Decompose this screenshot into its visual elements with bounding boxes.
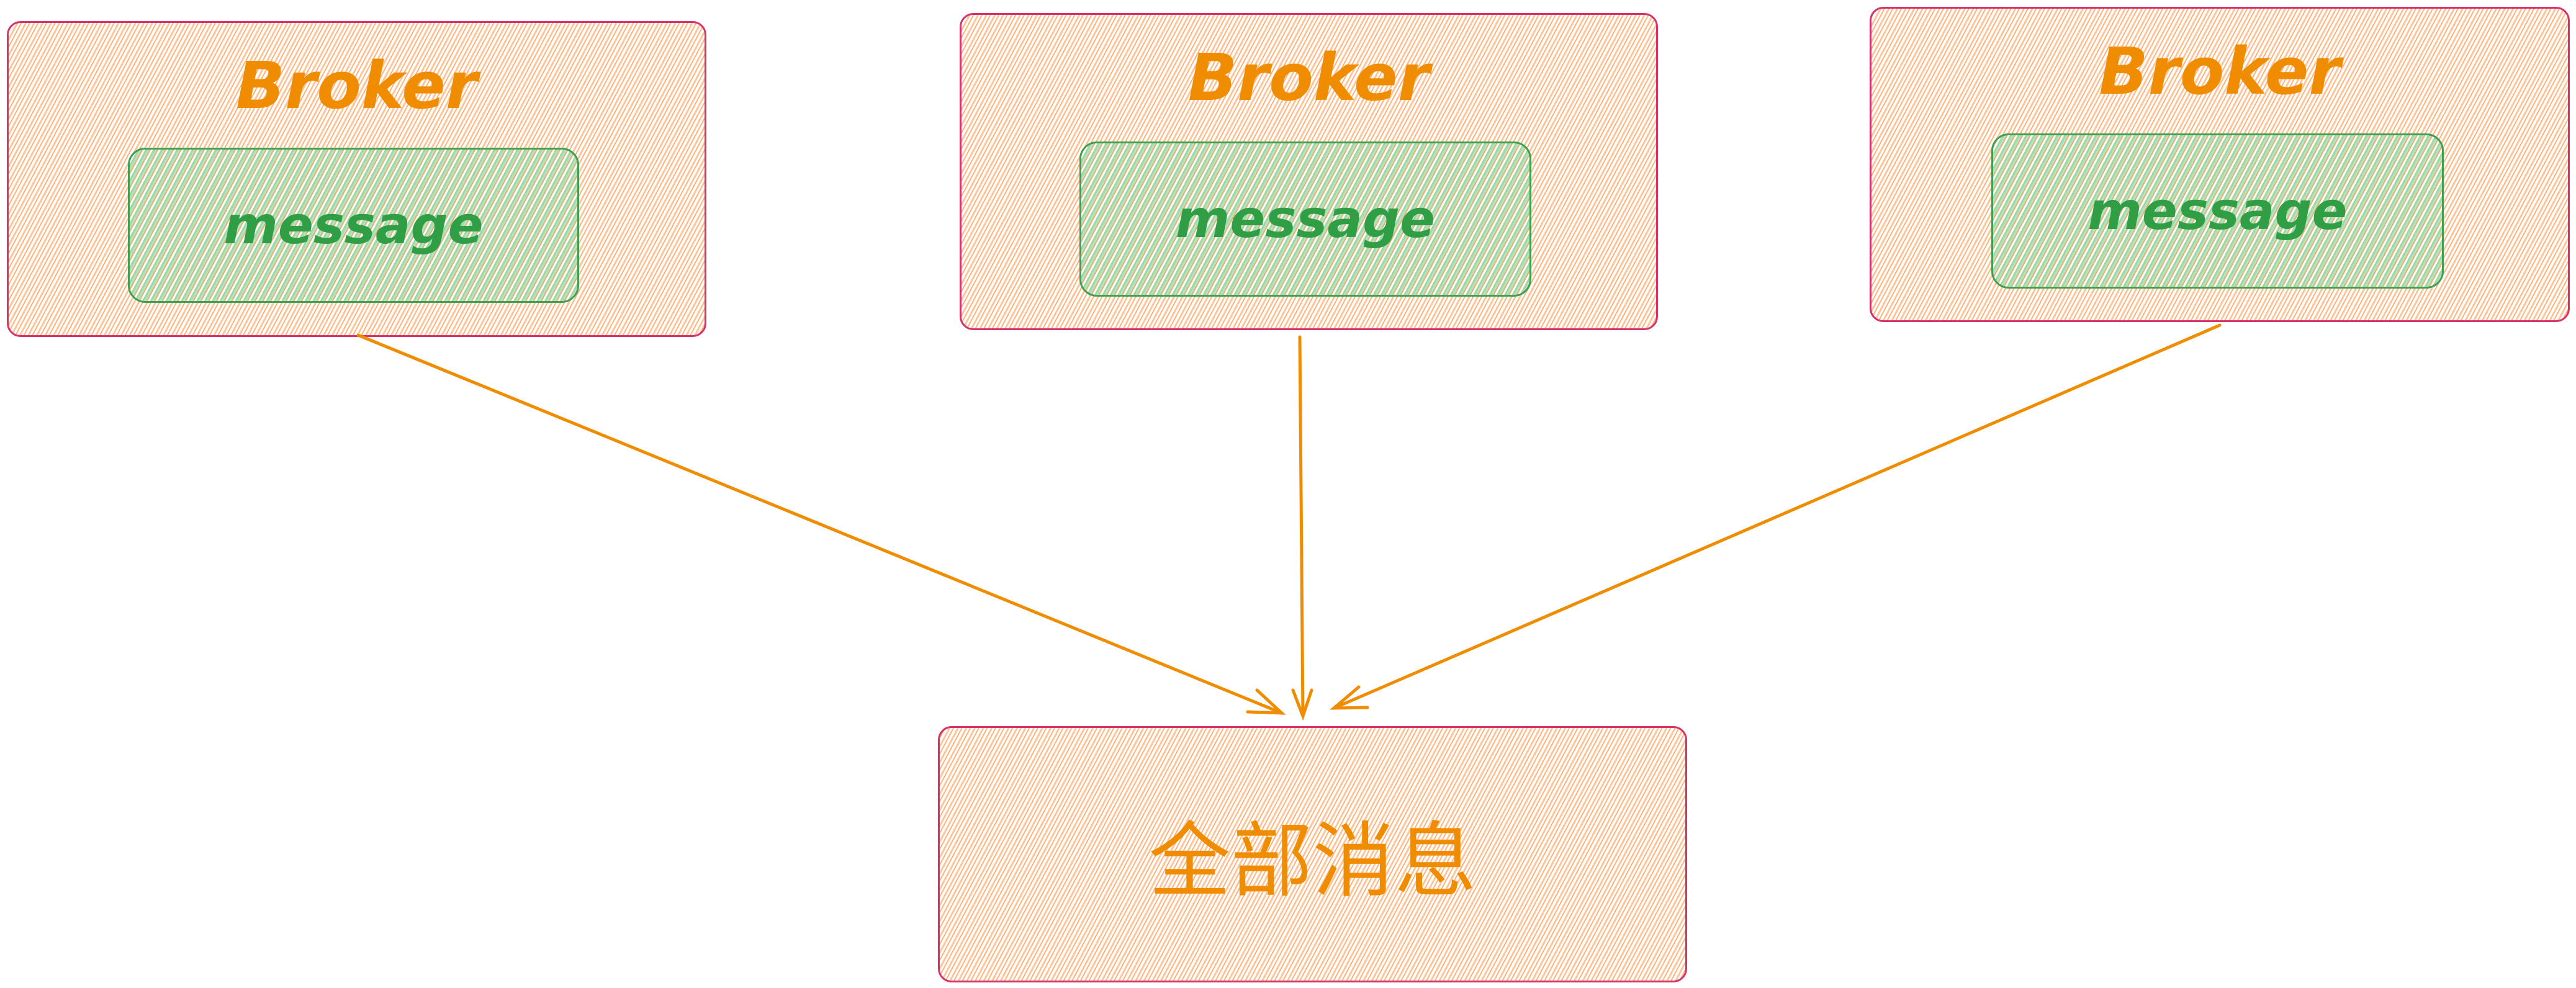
- broker-title: Broker: [235, 48, 478, 124]
- all-messages-label: 全部消息: [1148, 814, 1477, 909]
- broker-title: Broker: [1187, 40, 1430, 115]
- message-label: message: [2087, 181, 2348, 241]
- message-label: message: [223, 195, 484, 256]
- broker-box-1: Broker message: [7, 21, 706, 337]
- broker-box-3: Broker message: [1870, 7, 2570, 322]
- arrow-broker2-to-all: [1291, 335, 1313, 721]
- broker-title: Broker: [2099, 34, 2341, 109]
- arrow-broker1-to-all: [356, 333, 1286, 715]
- broker-box-2: Broker message: [960, 13, 1658, 330]
- message-label: message: [1175, 189, 1436, 249]
- all-messages-box: 全部消息: [938, 726, 1687, 982]
- message-box: message: [1079, 141, 1531, 297]
- arrow-broker3-to-all: [1330, 323, 2222, 710]
- message-box: message: [128, 148, 579, 303]
- message-box: message: [1991, 133, 2444, 289]
